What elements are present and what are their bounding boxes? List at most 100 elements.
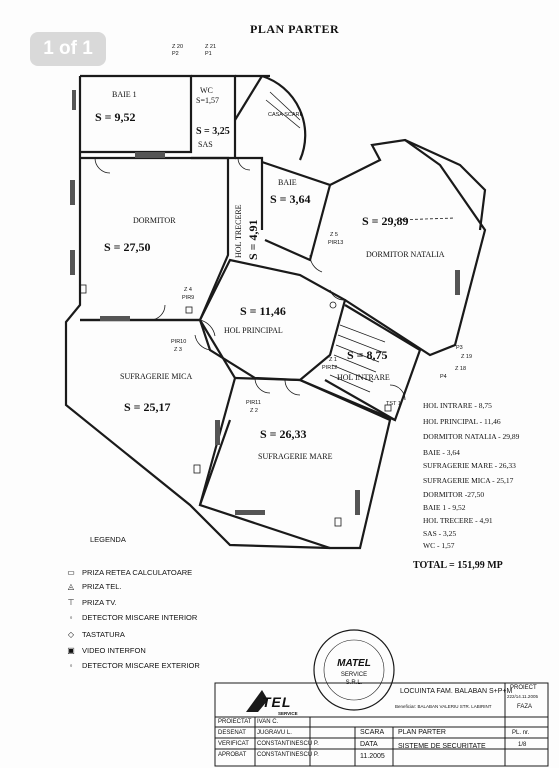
date-value: 11.2005 [360,753,385,760]
page-title: PLAN PARTER [250,22,340,36]
legend-label: PRIZA RETEA CALCULATOARE [82,568,193,577]
summary-item: DORMITOR NATALIA - 29,89 [423,432,520,441]
summary-item: WC - 1,57 [423,541,455,550]
legend-item: ⊤ PRIZA TV. [66,598,117,607]
marker-z3: Z 3 [174,347,182,353]
beneficiary: Beneficiar: BALABAN VALERIU STR. LABIRIN… [395,704,492,709]
summary-item: DORMITOR -27,50 [423,490,485,499]
plan-label: PLAN PARTER [398,729,446,736]
video-intercom-icon: ▣ [67,646,75,655]
room-name-baie: BAIE [278,178,297,187]
summary-item: SUFRAGERIE MARE - 26,33 [423,461,516,470]
role-label: DESENAT [218,730,246,736]
legend-label: DETECTOR MISCARE INTERIOR [82,613,198,622]
room-area-sufragerie-mare: S = 26,33 [260,427,307,441]
room-name-sufragerie-mica: SUFRAGERIE MICA [120,372,193,381]
legend-label: PRIZA TEL. [82,582,122,591]
room-name-baie1: BAIE 1 [112,90,137,99]
legend-title: LEGENDA [90,535,126,544]
marker-p3: P3 [456,345,463,351]
faza-label: FAZA [517,704,533,710]
role-person: CONSTANTINESCU P. [257,752,319,758]
room-name-wc: WC [200,86,213,95]
room-name-hol-trecere: HOL TRECERE [234,204,243,258]
role-person: JUGRAVU L. [257,730,292,736]
room-area-dormitor-natalia: S = 29,89 [362,214,409,228]
room-area-sufragerie-mica: S = 25,17 [124,400,171,414]
company-logo-sub: SERVICE [278,711,298,716]
marker-z21: Z 21 [205,44,217,50]
keypad-icon: ◇ [67,630,75,639]
room-area-wc: S=1,57 [196,96,219,105]
role-label: VERIFICAT [218,741,249,747]
marker-z4: Z 4 [184,287,192,293]
room-name-casa-scarii: CASA SCARII [268,112,303,118]
room-area-hol-trecere: S = 4,91 [246,219,260,260]
pl-number: 1/8 [518,742,527,748]
legend-item: ◦ DETECTOR MISCARE INTERIOR [66,613,198,622]
role-label: PROIECTAT [218,719,252,725]
legend-item: ◦ DETECTOR MISCARE EXTERIOR [66,661,200,670]
legend-item: ▣ VIDEO INTERFON [66,646,146,655]
marker-z1: Z 1 [329,357,337,363]
marker-z2: Z 2 [250,408,258,414]
legend-label: PRIZA TV. [82,598,117,607]
room-area-baie1: S = 9,52 [95,110,136,124]
exterior-motion-detector-icon: ◦ [69,661,73,670]
room-area-hol-principal: S = 11,46 [240,304,286,318]
legend-label: VIDEO INTERFON [82,646,146,655]
marker-pir9: PIR9 [182,295,195,301]
marker-pir11: PIR11 [246,400,261,406]
room-name-sufragerie-mare: SUFRAGERIE MARE [258,452,333,461]
page-indicator: 1 of 1 [30,32,106,66]
marker-pir12: PIR12 [322,365,338,371]
stamp-name: MATEL [337,658,371,669]
legend-item: ▭ PRIZA RETEA CALCULATOARE [66,568,192,577]
role-label: APROBAT [218,752,247,758]
room-name-hol-intrare: HOL INTRARE [337,373,390,382]
marker-p2: P2 [172,51,179,57]
phone-socket-icon: ◬ [67,582,75,591]
summary-item: SAS - 3,25 [423,529,457,538]
room-name-dormitor: DORMITOR [133,216,176,225]
scara-label: SCARA [360,729,385,736]
summary-item: HOL INTRARE - 8,75 [423,401,492,410]
system-label: SISTEME DE SECURITATE [398,743,486,750]
room-name-hol-principal: HOL PRINCIPAL [224,326,283,335]
marker-p4: P4 [440,374,447,380]
summary-item: SUFRAGERIE MICA - 25,17 [423,476,514,485]
network-socket-icon: ▭ [67,568,75,577]
role-person: CONSTANTINESCU P. [257,741,319,747]
marker-z19: Z 19 [461,354,473,360]
role-person: IVAN C. [257,719,279,725]
marker-pir10: PIR10 [171,339,187,345]
pl-label: PL. nr. [512,730,530,736]
legend-label: TASTATURA [82,630,125,639]
marker-z5: Z 5 [330,232,338,238]
summary-item: HOL PRINCIPAL - 11,46 [423,417,501,426]
marker-tst1: TST 1 [386,401,401,407]
room-name-dormitor-natalia: DORMITOR NATALIA [366,250,445,259]
data-label: DATA [360,741,378,748]
total-area: TOTAL = 151,99 MP [413,560,503,571]
marker-z20: Z 20 [172,44,184,50]
company-logo: TEL [262,694,292,710]
project-code: 222/14.11.2005 [507,694,538,699]
summary-item: HOL TRECERE - 4,91 [423,516,493,525]
stamp-line1: SERVICE [340,672,368,678]
room-name-sas: SAS [198,140,213,149]
marker-p1: P1 [205,51,212,57]
room-area-dormitor: S = 27,50 [104,240,151,254]
legend-item: ◇ TASTATURA [66,630,125,639]
summary-item: BAIE 1 - 9,52 [423,503,466,512]
legend-item: ◬ PRIZA TEL. [66,582,122,591]
room-area-baie: S = 3,64 [270,192,311,206]
tv-socket-icon: ⊤ [67,598,75,607]
room-area-sas: S = 3,25 [196,126,230,137]
project-label: PROIECT [510,685,537,691]
room-area-hol-intrare: S = 8,75 [347,348,388,362]
project-name: LOCUINTA FAM. BALABAN S+P+M [400,688,513,695]
summary-item: BAIE - 3,64 [423,448,460,457]
